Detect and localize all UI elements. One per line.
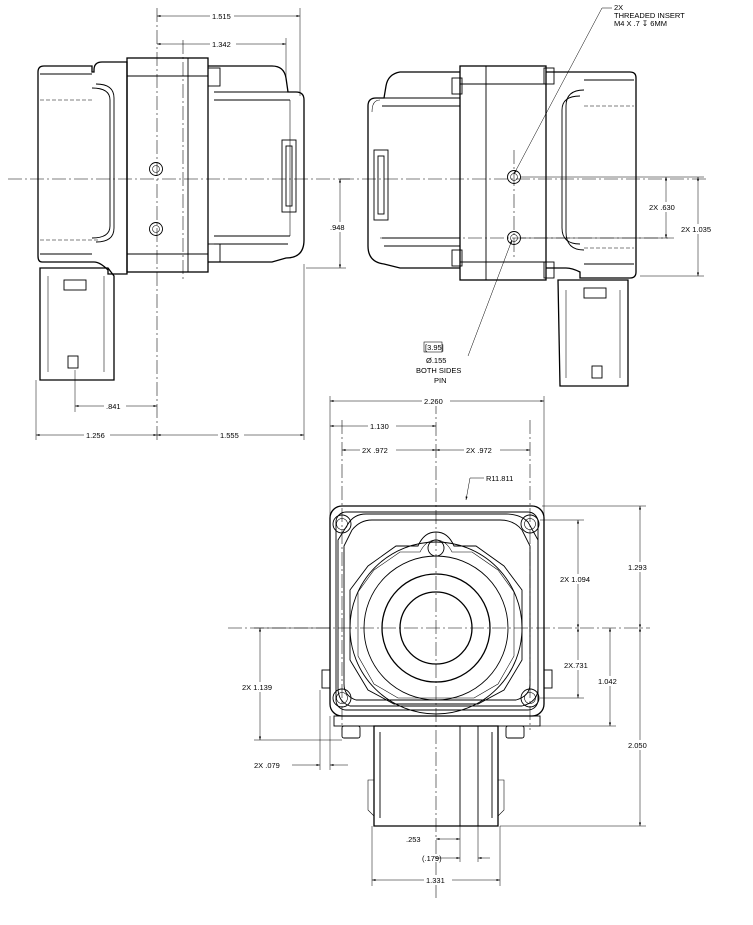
pin-note-diameter: Ø.155 bbox=[426, 356, 446, 365]
dim-1515: 1.515 bbox=[212, 12, 231, 21]
pin-note-sides: BOTH SIDES bbox=[416, 366, 461, 375]
dim-841: .841 bbox=[106, 402, 121, 411]
front-view: 2.260 1.130 2X .972 2X .972 R11.811 1.29… bbox=[228, 396, 654, 900]
dim-1342: 1.342 bbox=[212, 40, 231, 49]
dim-2260: 2.260 bbox=[424, 397, 443, 406]
dim-1331: 1.331 bbox=[426, 876, 445, 885]
dim-2050: 2.050 bbox=[628, 741, 647, 750]
dim-2x-630: 2X .630 bbox=[649, 203, 675, 212]
insert-note-title: THREADED INSERT bbox=[614, 11, 685, 20]
dim-1130: 1.130 bbox=[370, 422, 389, 431]
dim-179: (.179) bbox=[422, 854, 442, 863]
dim-253: .253 bbox=[406, 835, 421, 844]
dim-1256: 1.256 bbox=[86, 431, 105, 440]
dim-2x-1094: 2X 1.094 bbox=[560, 575, 590, 584]
insert-note-qty: 2X bbox=[614, 3, 623, 12]
dim-1042: 1.042 bbox=[598, 677, 617, 686]
dim-2x-079: 2X .079 bbox=[254, 761, 280, 770]
pin-note-pin: PIN bbox=[434, 376, 447, 385]
pin-note-metric: [3.95] bbox=[425, 343, 444, 352]
dim-2x-972-right: 2X .972 bbox=[466, 446, 492, 455]
right-side-view: 2X THREADED INSERT M4 X .7 ↧ 6MM [3.95] … bbox=[340, 3, 721, 387]
dim-948: .948 bbox=[330, 223, 345, 232]
dim-1555: 1.555 bbox=[220, 431, 239, 440]
dim-2x-972-left: 2X .972 bbox=[362, 446, 388, 455]
dim-radius: R11.811 bbox=[486, 474, 513, 483]
dim-2x-1035: 2X 1.035 bbox=[681, 225, 711, 234]
left-side-view: 1.515 1.342 .948 .841 1.256 1.555 bbox=[8, 8, 350, 440]
insert-note-thread: M4 X .7 ↧ 6MM bbox=[614, 19, 667, 28]
dim-2x-1139: 2X 1.139 bbox=[242, 683, 272, 692]
dim-2x-731: 2X.731 bbox=[564, 661, 588, 670]
dim-1293: 1.293 bbox=[628, 563, 647, 572]
